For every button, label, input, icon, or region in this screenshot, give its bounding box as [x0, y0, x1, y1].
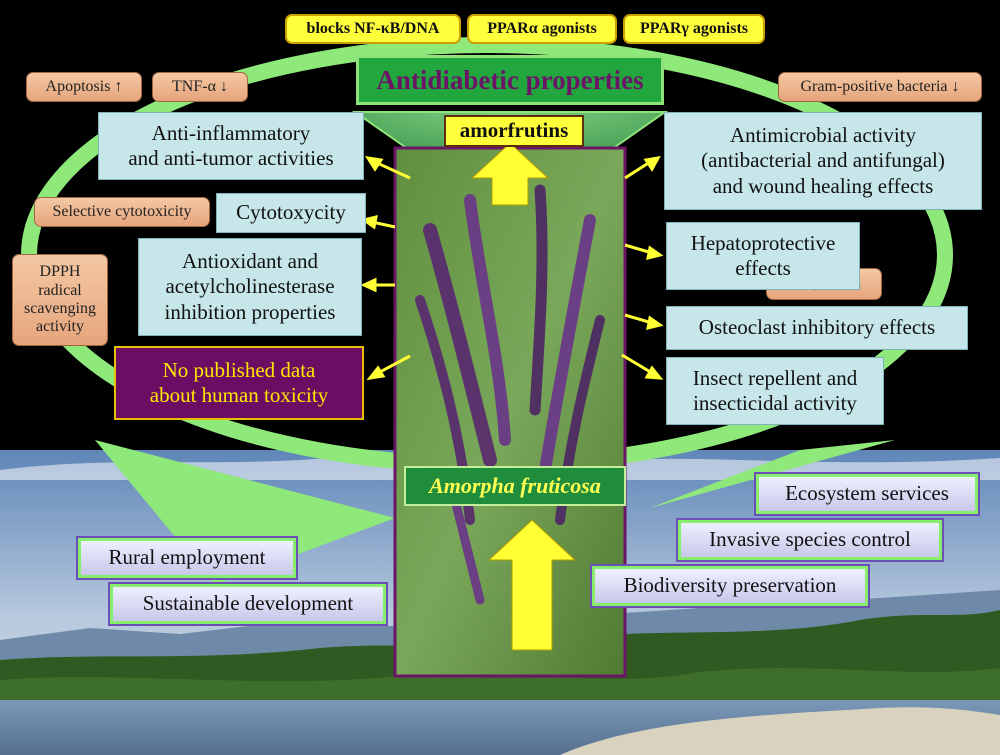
sustainable-development-box: Sustainable development — [110, 584, 386, 624]
species-label: Amorpha fruticosa — [404, 466, 626, 506]
left-cycle-arrowhead — [95, 440, 395, 585]
badge-ppar-gamma: PPARγ agonists — [623, 14, 765, 44]
badge-nfkb: blocks NF-κB/DNA — [285, 14, 461, 44]
up-arrow-to-plant — [487, 519, 577, 651]
invasive-species-control-box: Invasive species control — [678, 520, 942, 560]
selective-cytotoxicity-marker: Selective cytotoxicity — [34, 197, 210, 227]
badge-ppar-alpha: PPARα agonists — [467, 14, 617, 44]
beach — [560, 707, 1000, 755]
gram-positive-marker: Gram-positive bacteria ↓ — [778, 72, 982, 102]
rural-employment-box: Rural employment — [78, 538, 296, 578]
effect-anti-inflammatory: Anti-inflammatory and anti-tumor activit… — [98, 112, 364, 180]
effect-antioxidant: Antioxidant and acetylcholinesterase inh… — [138, 238, 362, 336]
no-toxicity-data-box: No published data about human toxicity — [114, 346, 364, 420]
effect-insect-repellent: Insect repellent and insecticidal activi… — [666, 357, 884, 425]
apoptosis-marker: Apoptosis ↑ — [26, 72, 142, 102]
dpph-marker: DPPH radical scavenging activity — [12, 254, 108, 346]
effect-cytotoxicity: Cytotoxycity — [216, 193, 366, 233]
tnf-marker: TNF-α ↓ — [152, 72, 248, 102]
effect-antimicrobial: Antimicrobial activity (antibacterial an… — [664, 112, 982, 210]
antidiabetic-title: Antidiabetic properties — [356, 55, 664, 105]
ecosystem-services-box: Ecosystem services — [756, 474, 978, 514]
up-arrow-to-amorfrutins — [470, 142, 550, 206]
effect-osteoclast: Osteoclast inhibitory effects — [666, 306, 968, 350]
biodiversity-preservation-box: Biodiversity preservation — [592, 566, 868, 606]
effect-connector-arrows — [360, 156, 664, 381]
amorfrutins-label: amorfrutins — [444, 115, 584, 147]
effect-hepatoprotective: Hepatoprotective effects — [666, 222, 860, 290]
